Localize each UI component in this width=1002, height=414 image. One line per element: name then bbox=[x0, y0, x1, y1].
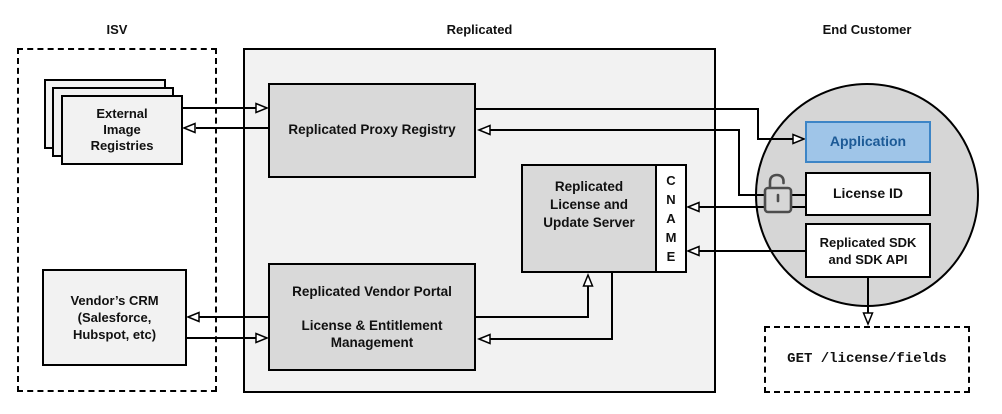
unlocked-padlock-icon bbox=[763, 173, 793, 214]
isv-section-label: ISV bbox=[106, 22, 128, 37]
external-image-registries-node: External Image Registries bbox=[61, 95, 183, 165]
isv-boundary bbox=[17, 48, 217, 392]
replicated-section-label: Replicated bbox=[446, 22, 513, 37]
application-node: Application bbox=[805, 121, 931, 163]
vendors-crm-node: Vendor’s CRM (Salesforce, Hubspot, etc) bbox=[42, 269, 187, 366]
replicated-sdk-node: Replicated SDK and SDK API bbox=[805, 223, 931, 278]
replicated-license-update-server-node: Replicated License and Update Server bbox=[521, 164, 657, 273]
replicated-vendor-portal-node: Replicated Vendor Portal License & Entit… bbox=[268, 263, 476, 371]
portal-subtitle: License & Entitlement Management bbox=[301, 317, 443, 350]
portal-title: Replicated Vendor Portal bbox=[292, 284, 452, 299]
arrowhead-into-endpoint bbox=[862, 312, 874, 326]
replicated-proxy-registry-node: Replicated Proxy Registry bbox=[268, 83, 476, 178]
cname-node: C N A M E bbox=[655, 164, 687, 273]
license-endpoint-box: GET /license/fields bbox=[764, 326, 970, 393]
license-id-node: License ID bbox=[805, 172, 931, 216]
end-customer-section-label: End Customer bbox=[822, 22, 912, 37]
